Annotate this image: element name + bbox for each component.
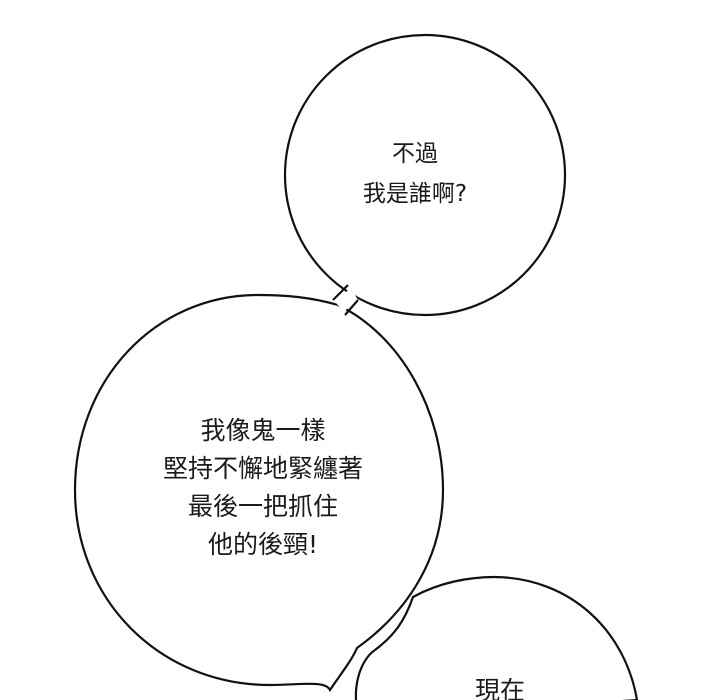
bubble-1-text: 不過 我是誰啊? [363,134,467,214]
bubble-text-line: 我像鬼一樣 [200,416,326,445]
bubble-text-line: 我是誰啊? [362,181,468,207]
bubble-3-text: 現在 [475,672,525,700]
speech-bubble-3 [354,575,639,700]
speech-bubble-1 [283,33,567,317]
bubble-text-line: 最後一把抓住 [187,492,339,521]
bubble-text-line: 現在 [474,676,526,700]
bubble-text-line: 堅持不懈地緊纏著 [162,454,364,483]
bubble-2-text: 我像鬼一樣 堅持不懈地緊纏著 最後一把抓住 他的後頸! [163,412,363,564]
speech-bubble-2 [73,293,445,693]
bubble-connector [332,284,359,316]
bubble-text-line: 他的後頸! [207,530,319,559]
bubble-text-line: 不過 [392,141,438,167]
